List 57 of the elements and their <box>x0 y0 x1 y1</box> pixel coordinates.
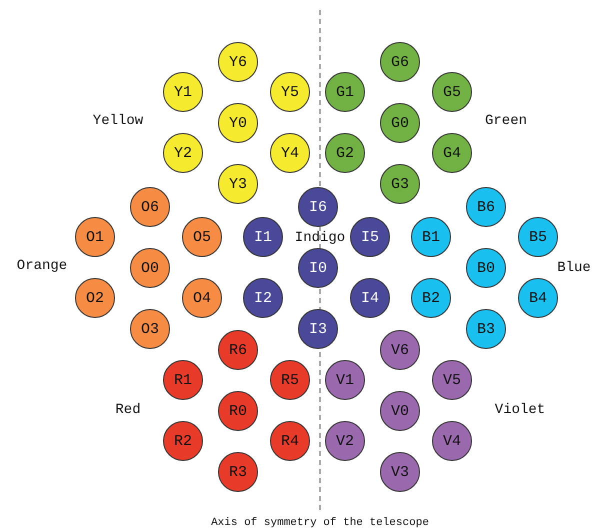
group-label: Blue <box>557 260 591 276</box>
segment-circle: I6 <box>298 187 338 227</box>
segment-circle: V6 <box>380 330 420 370</box>
segment-circle: I5 <box>350 217 390 257</box>
segment-circle: R4 <box>270 421 310 461</box>
group-label: Yellow <box>92 113 144 129</box>
segment-circle: O3 <box>130 309 170 349</box>
segment-circle: Y2 <box>163 133 203 173</box>
segment-circle: Y3 <box>218 164 258 204</box>
segment-circle: O4 <box>182 278 222 318</box>
group-label: Green <box>485 113 527 129</box>
segment-circle: B5 <box>518 217 558 257</box>
segment-circle: I2 <box>243 278 283 318</box>
segment-circle: V2 <box>325 421 365 461</box>
segment-circle: R3 <box>218 452 258 492</box>
segment-circle: R5 <box>270 360 310 400</box>
segment-circle: R0 <box>218 391 258 431</box>
segment-circle: I1 <box>243 217 283 257</box>
segment-circle: O2 <box>75 278 115 318</box>
segment-circle: V5 <box>432 360 472 400</box>
segment-circle: G5 <box>432 72 472 112</box>
segment-circle: V4 <box>432 421 472 461</box>
segment-circle: O6 <box>130 187 170 227</box>
segment-circle: G0 <box>380 103 420 143</box>
group-label: Indigo <box>294 230 346 246</box>
segment-circle: V1 <box>325 360 365 400</box>
segment-circle: V0 <box>380 391 420 431</box>
segment-circle: G4 <box>432 133 472 173</box>
segment-circle: G6 <box>380 42 420 82</box>
segment-circle: B3 <box>466 309 506 349</box>
segment-circle: B0 <box>466 248 506 288</box>
segment-circle: R6 <box>218 330 258 370</box>
segment-circle: B1 <box>411 217 451 257</box>
segment-circle: Y6 <box>218 42 258 82</box>
group-label: Orange <box>16 258 68 274</box>
segment-circle: R2 <box>163 421 203 461</box>
segment-circle: O5 <box>182 217 222 257</box>
segment-circle: I4 <box>350 278 390 318</box>
segment-circle: R1 <box>163 360 203 400</box>
caption: Axis of symmetry of the telescope <box>211 517 429 529</box>
segment-circle: Y5 <box>270 72 310 112</box>
group-label: Red <box>115 402 141 418</box>
segment-circle: G3 <box>380 164 420 204</box>
segment-circle: Y4 <box>270 133 310 173</box>
segment-circle: I3 <box>298 309 338 349</box>
segment-circle: Y0 <box>218 103 258 143</box>
segment-circle: V3 <box>380 452 420 492</box>
segment-circle: B2 <box>411 278 451 318</box>
segment-circle: I0 <box>298 248 338 288</box>
segment-circle: G1 <box>325 72 365 112</box>
segment-circle: B4 <box>518 278 558 318</box>
group-label: Violet <box>494 402 546 418</box>
segment-circle: B6 <box>466 187 506 227</box>
segment-circle: O0 <box>130 248 170 288</box>
segment-circle: G2 <box>325 133 365 173</box>
segment-circle: O1 <box>75 217 115 257</box>
segment-circle: Y1 <box>163 72 203 112</box>
